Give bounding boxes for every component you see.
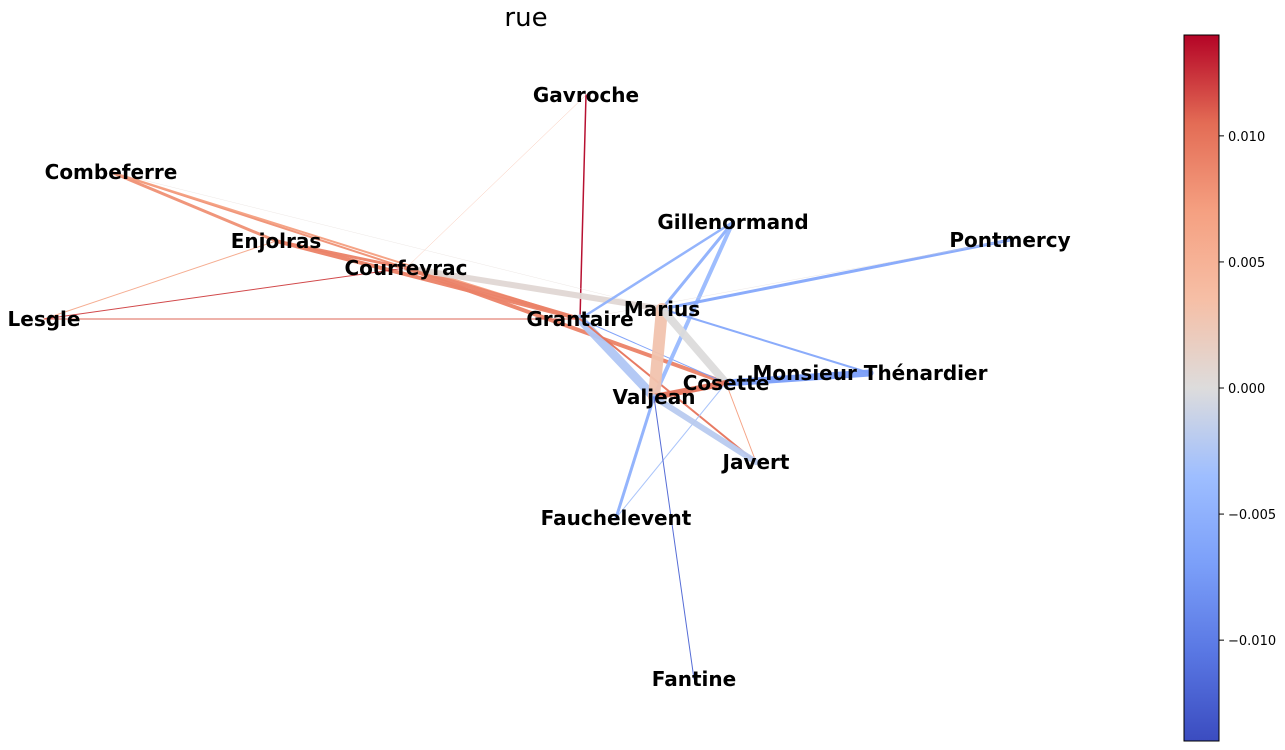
colorbar-tick-label: 0.005 xyxy=(1228,256,1265,271)
colorbar-tick-label: −0.010 xyxy=(1228,634,1276,649)
node-label-marius: Marius xyxy=(624,297,700,321)
edge-combeferre-marius xyxy=(110,171,663,310)
colorbar-tick-label: 0.000 xyxy=(1228,382,1265,397)
edges-layer xyxy=(43,94,1012,680)
edge-marius-monsieurthenardier xyxy=(661,308,871,374)
node-label-javert: Javert xyxy=(721,450,790,474)
node-label-enjolras: Enjolras xyxy=(231,229,322,253)
node-label-fauchelevent: Fauchelevent xyxy=(541,506,692,530)
edge-valjean-javert xyxy=(651,394,759,465)
edge-valjean-fauchelevent xyxy=(614,395,656,520)
node-label-gillenormand: Gillenormand xyxy=(657,210,808,234)
edge-grantaire-valjean xyxy=(575,314,659,402)
edge-gillenormand-valjean xyxy=(652,220,735,399)
node-label-valjean: Valjean xyxy=(613,385,696,409)
colorbar-gradient xyxy=(1183,34,1220,742)
node-label-gavroche: Gavroche xyxy=(533,83,639,107)
node-label-grantaire: Grantaire xyxy=(526,307,633,331)
node-labels-layer: GavrocheCombeferreEnjolrasCourfeyracLesg… xyxy=(8,83,1071,691)
edge-cosette-fauchelevent xyxy=(615,382,727,519)
colorbar-tick-label: 0.010 xyxy=(1228,130,1265,145)
edge-gillenormand-marius xyxy=(660,220,735,311)
node-label-lesgle: Lesgle xyxy=(8,307,81,331)
colorbar-ticks: 0.010 0.005 0.000 −0.005 −0.010 xyxy=(1219,130,1276,649)
edge-grantaire-javert xyxy=(579,318,757,463)
node-label-cosette: Cosette xyxy=(683,371,770,395)
edge-cosette-monsieurthenardier xyxy=(722,369,874,387)
edge-marius-valjean xyxy=(648,303,668,403)
edge-courfeyrac-marius xyxy=(403,265,665,312)
edge-combeferre-enjolras xyxy=(109,170,278,243)
edge-gavroche-grantaire xyxy=(579,94,587,320)
edge-gavroche-courfeyrac xyxy=(405,94,587,269)
edge-grantaire-gillenormand xyxy=(578,220,735,321)
graph-title: rue xyxy=(504,3,547,33)
edge-pontmercy-grantaire xyxy=(579,239,1011,320)
edge-enjolras-lesgle xyxy=(43,240,277,320)
edge-cosette-javert xyxy=(725,382,757,463)
colorbar-tick-label: −0.005 xyxy=(1228,508,1276,523)
node-label-combeferre: Combeferre xyxy=(45,160,178,184)
colorbar: 0.010 0.005 0.000 −0.005 −0.010 xyxy=(1183,34,1276,742)
edge-cosette-valjean xyxy=(651,380,729,400)
node-label-pontmercy: Pontmercy xyxy=(949,228,1070,252)
edge-marius-cosette xyxy=(658,305,730,387)
node-label-fantine: Fantine xyxy=(652,667,736,691)
node-label-monsieurthenardier: Monsieur Thénardier xyxy=(753,361,988,385)
edge-pontmercy-marius xyxy=(660,238,1012,311)
edge-valjean-fantine xyxy=(653,396,695,680)
edge-courfeyrac-lesgle xyxy=(43,267,407,320)
edge-courfeyrac-cosette xyxy=(404,266,728,385)
node-label-courfeyrac: Courfeyrac xyxy=(344,256,467,280)
